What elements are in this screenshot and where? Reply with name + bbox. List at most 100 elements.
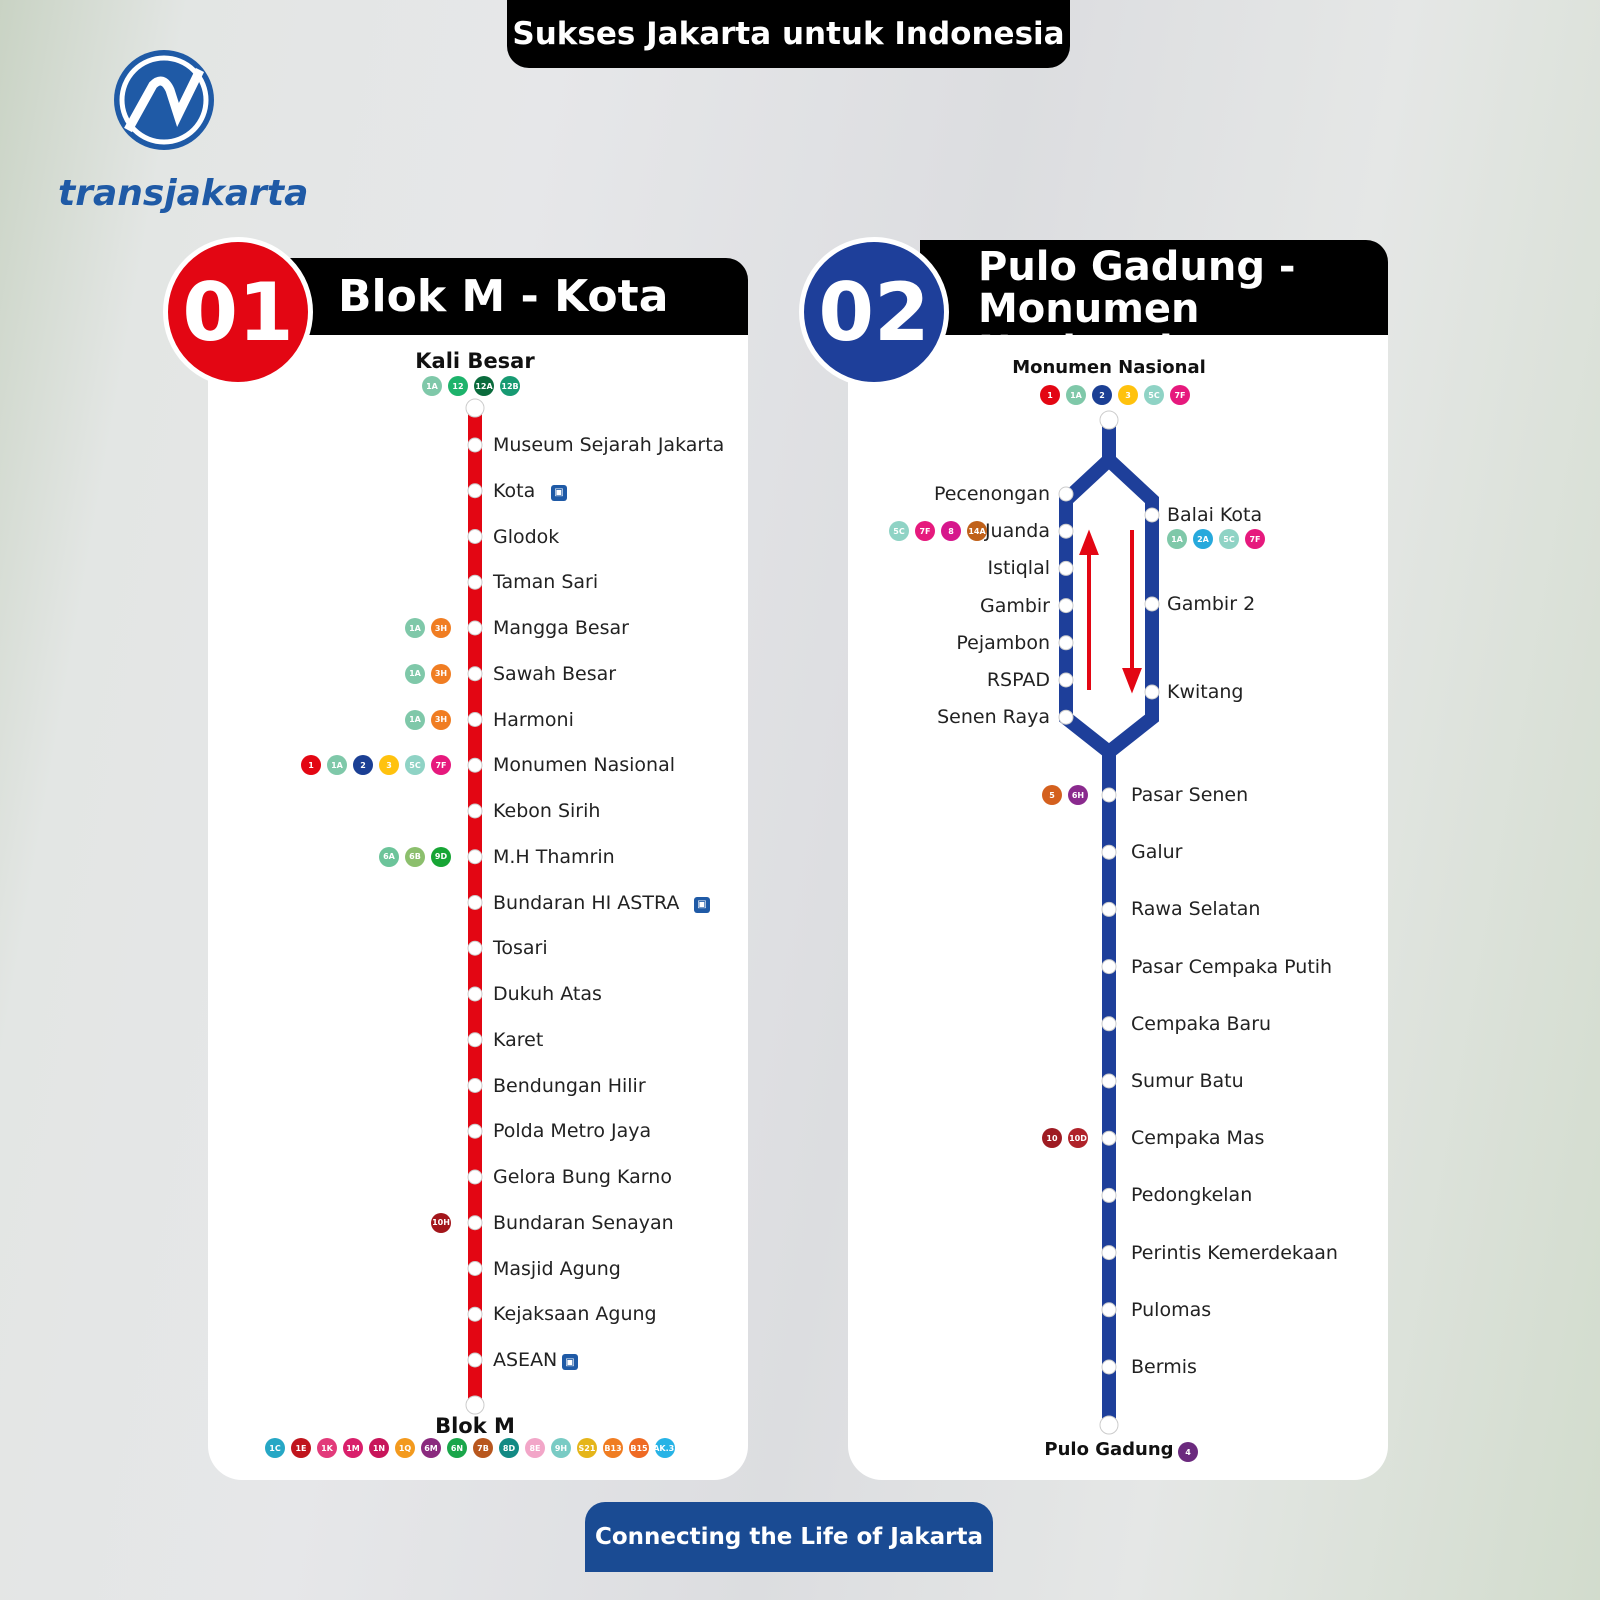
- station-label: Pasar Cempaka Putih: [1131, 955, 1333, 978]
- route-badge: 1Q: [395, 1438, 415, 1458]
- station-dot: [1101, 1359, 1117, 1375]
- route-01-header: Blok M - Kota: [290, 258, 748, 335]
- station-label: Karet: [493, 1028, 544, 1051]
- station-label: Taman Sari: [493, 571, 599, 594]
- station-label: M.H Thamrin: [493, 845, 615, 868]
- route-badge: B15: [629, 1438, 649, 1458]
- route-badge: 3: [379, 755, 399, 776]
- route-badge: 1A: [422, 376, 442, 396]
- bus-transfer-icon: ▣: [562, 1354, 578, 1370]
- route-badge: 10H: [431, 1212, 451, 1233]
- station-dot: [1101, 959, 1117, 975]
- station-label: Gambir: [979, 594, 1050, 617]
- route-badge: 8E: [525, 1438, 545, 1458]
- station-label: Gelora Bung Karno: [493, 1166, 672, 1188]
- route-badge: 1E: [291, 1438, 311, 1458]
- station-label: Balai Kota: [1167, 504, 1263, 526]
- route-badge: 8: [941, 521, 961, 542]
- station-label: Bermis: [1131, 1356, 1197, 1378]
- route-badge: 1M: [343, 1438, 363, 1458]
- route-badge: 2: [353, 755, 373, 776]
- station-label: Museum Sejarah Jakarta: [493, 434, 725, 456]
- station-dot: [467, 757, 483, 773]
- route-badge: 1C: [265, 1438, 285, 1458]
- route-badge: 12B: [500, 376, 520, 396]
- station-label: Dukuh Atas: [493, 983, 602, 1005]
- direction-down-arrow: [1122, 530, 1142, 694]
- station-label: Sumur Batu: [1131, 1070, 1244, 1092]
- station-label: Bendungan Hilir: [493, 1074, 646, 1097]
- station-dot: [1058, 672, 1074, 688]
- route-badge: 1A: [405, 709, 425, 730]
- station-dot: [1101, 787, 1117, 803]
- station-label: Pedongkelan: [1131, 1184, 1253, 1207]
- route-badge: 6M: [421, 1438, 441, 1458]
- station-label: Pecenongan: [933, 483, 1050, 505]
- station-label: Pulo Gadung: [1044, 1439, 1174, 1460]
- station-label: Tosari: [493, 937, 548, 960]
- station-label: Glodok: [493, 525, 560, 548]
- station-dot: [467, 712, 483, 727]
- route-badge: 7F: [1245, 529, 1265, 549]
- route-badge: 10: [1042, 1128, 1062, 1149]
- station-dot: [1058, 635, 1074, 651]
- route-badge: B13: [603, 1438, 623, 1458]
- station-dot: [467, 895, 483, 910]
- station-dot: [1144, 684, 1160, 700]
- station-dot: [1101, 1187, 1117, 1203]
- route-badge: 3: [1118, 385, 1138, 405]
- route-badge: 2: [1092, 385, 1112, 405]
- route-badge: 1: [1040, 385, 1060, 405]
- route-02-header: Pulo Gadung - Monumen Nasional: [920, 240, 1388, 372]
- tagline-footer: Connecting the Life of Jakarta: [585, 1502, 993, 1572]
- route-badge: 3H: [431, 618, 451, 638]
- station-label: Kwitang: [1167, 681, 1244, 703]
- route-badge: 2A: [1193, 529, 1213, 549]
- route-badge: 1A: [405, 618, 425, 638]
- station-dot: [467, 1306, 483, 1322]
- station-dot: [1144, 596, 1160, 612]
- route-badge: 7F: [1170, 385, 1190, 405]
- route-badge: 14A: [967, 521, 987, 542]
- station-dot: [467, 803, 483, 819]
- route-badge: 12: [448, 376, 468, 396]
- route-badge: 6B: [405, 846, 425, 867]
- route-badge: 1A: [1066, 385, 1086, 405]
- station-label: Gambir 2: [1167, 593, 1256, 615]
- station-dot: [467, 529, 483, 544]
- station-dot: [467, 574, 483, 590]
- station-dot: [467, 986, 483, 1002]
- bus-transfer-icon: ▣: [551, 484, 567, 501]
- station-dot: [467, 666, 483, 682]
- terminal-dot: [1099, 410, 1119, 430]
- route-badge: 10D: [1068, 1128, 1088, 1149]
- direction-up-arrow: [1079, 529, 1099, 690]
- station-dot: [467, 1123, 483, 1139]
- station-dot: [1058, 709, 1074, 725]
- route-badge: 9H: [551, 1438, 571, 1458]
- station-dot: [467, 849, 483, 865]
- station-label: ASEAN: [493, 1349, 558, 1371]
- route-badge: 1A: [1167, 529, 1187, 549]
- route-02-line: [1059, 420, 1159, 1425]
- station-dot: [467, 1169, 483, 1185]
- terminal-dot: [465, 398, 485, 418]
- station-label: Harmoni: [493, 708, 574, 731]
- station-label: Senen Raya: [937, 706, 1050, 729]
- route-badge: 1A: [405, 663, 425, 684]
- station-label: Masjid Agung: [493, 1257, 621, 1280]
- transjakarta-logo: transjakarta: [58, 45, 308, 225]
- station-dot: [1058, 560, 1074, 576]
- station-dot: [1058, 486, 1074, 502]
- station-label: Blok M: [435, 1414, 515, 1438]
- route-badge: 1A: [327, 755, 347, 776]
- route-badge: 5C: [1144, 385, 1164, 405]
- station-dot: [1058, 523, 1074, 539]
- route-badge: 5: [1042, 785, 1062, 805]
- route-badge: 12A: [474, 376, 494, 396]
- route-badge: 5C: [405, 755, 425, 776]
- route-02-number: 02: [799, 237, 949, 387]
- route-badge: 6A: [379, 846, 399, 867]
- route-badge: 5C: [889, 521, 909, 542]
- station-label: Cempaka Mas: [1131, 1127, 1265, 1150]
